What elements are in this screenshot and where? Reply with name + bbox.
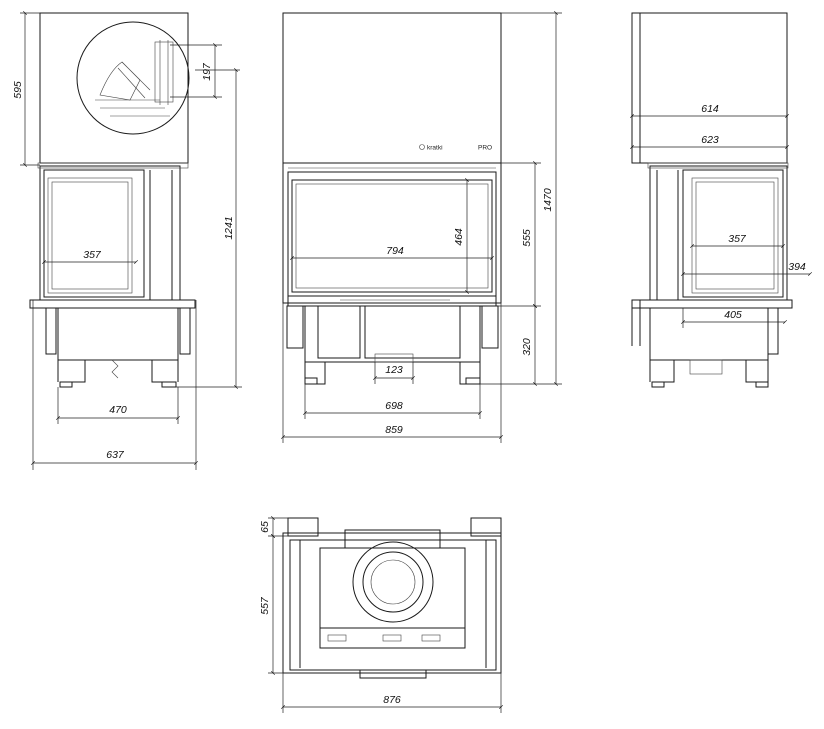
- dim-left-total-height: 1241: [223, 216, 235, 239]
- logo-text: kratki: [427, 145, 443, 152]
- logo-suffix: PRO: [478, 145, 492, 152]
- dim-front-glass-width: 794: [386, 245, 404, 257]
- dim-left-hood-height: 595: [12, 81, 24, 99]
- dim-right-hood-outer: 623: [701, 134, 719, 146]
- right-hood: [631, 12, 788, 164]
- top-view: [282, 517, 502, 679]
- right-firebox: [649, 165, 788, 302]
- dim-front-firebox-height: 555: [521, 229, 533, 247]
- left-firebox: [39, 165, 181, 302]
- dim-right-glass: 357: [728, 233, 747, 245]
- dim-top-depth: 557: [259, 596, 271, 615]
- front-firebox: [282, 162, 502, 304]
- dim-right-hood-inner: 614: [701, 103, 719, 115]
- left-side-view: [29, 12, 196, 388]
- dim-left-glass: 357: [83, 249, 102, 261]
- dim-front-flue: 123: [385, 364, 403, 376]
- top-outline: [282, 532, 502, 674]
- dim-front-width: 859: [385, 424, 403, 436]
- left-view-dimensions: 595 197 1241 357 470 637: [12, 11, 242, 470]
- brand-logo: kratki PRO: [419, 144, 492, 152]
- top-view-dimensions: 65 557 876: [259, 516, 503, 713]
- dim-right-base-depth: 405: [724, 309, 742, 321]
- front-hood: [282, 12, 502, 164]
- dim-top-width: 876: [383, 694, 401, 706]
- dim-front-glass-height: 464: [453, 228, 465, 246]
- dim-top-collar: 65: [259, 521, 271, 533]
- front-view: kratki PRO: [282, 12, 502, 385]
- dim-right-side-depth: 394: [788, 261, 806, 273]
- right-side-view: [631, 12, 793, 388]
- left-hood: [39, 12, 189, 164]
- dim-front-legs: 698: [385, 400, 403, 412]
- top-flue-ring: [352, 541, 434, 623]
- right-view-dimensions: 614 623 357 394 405: [630, 103, 812, 328]
- dim-front-total-height: 1470: [542, 188, 554, 212]
- left-detail-circle: [76, 21, 190, 135]
- dim-front-base-height: 320: [521, 338, 533, 356]
- dim-left-detail: 197: [201, 62, 213, 81]
- dim-left-legs: 470: [109, 404, 127, 416]
- dim-left-depth: 637: [106, 449, 125, 461]
- front-view-dimensions: 794 464 555 1470 320 123 698 859: [281, 11, 562, 443]
